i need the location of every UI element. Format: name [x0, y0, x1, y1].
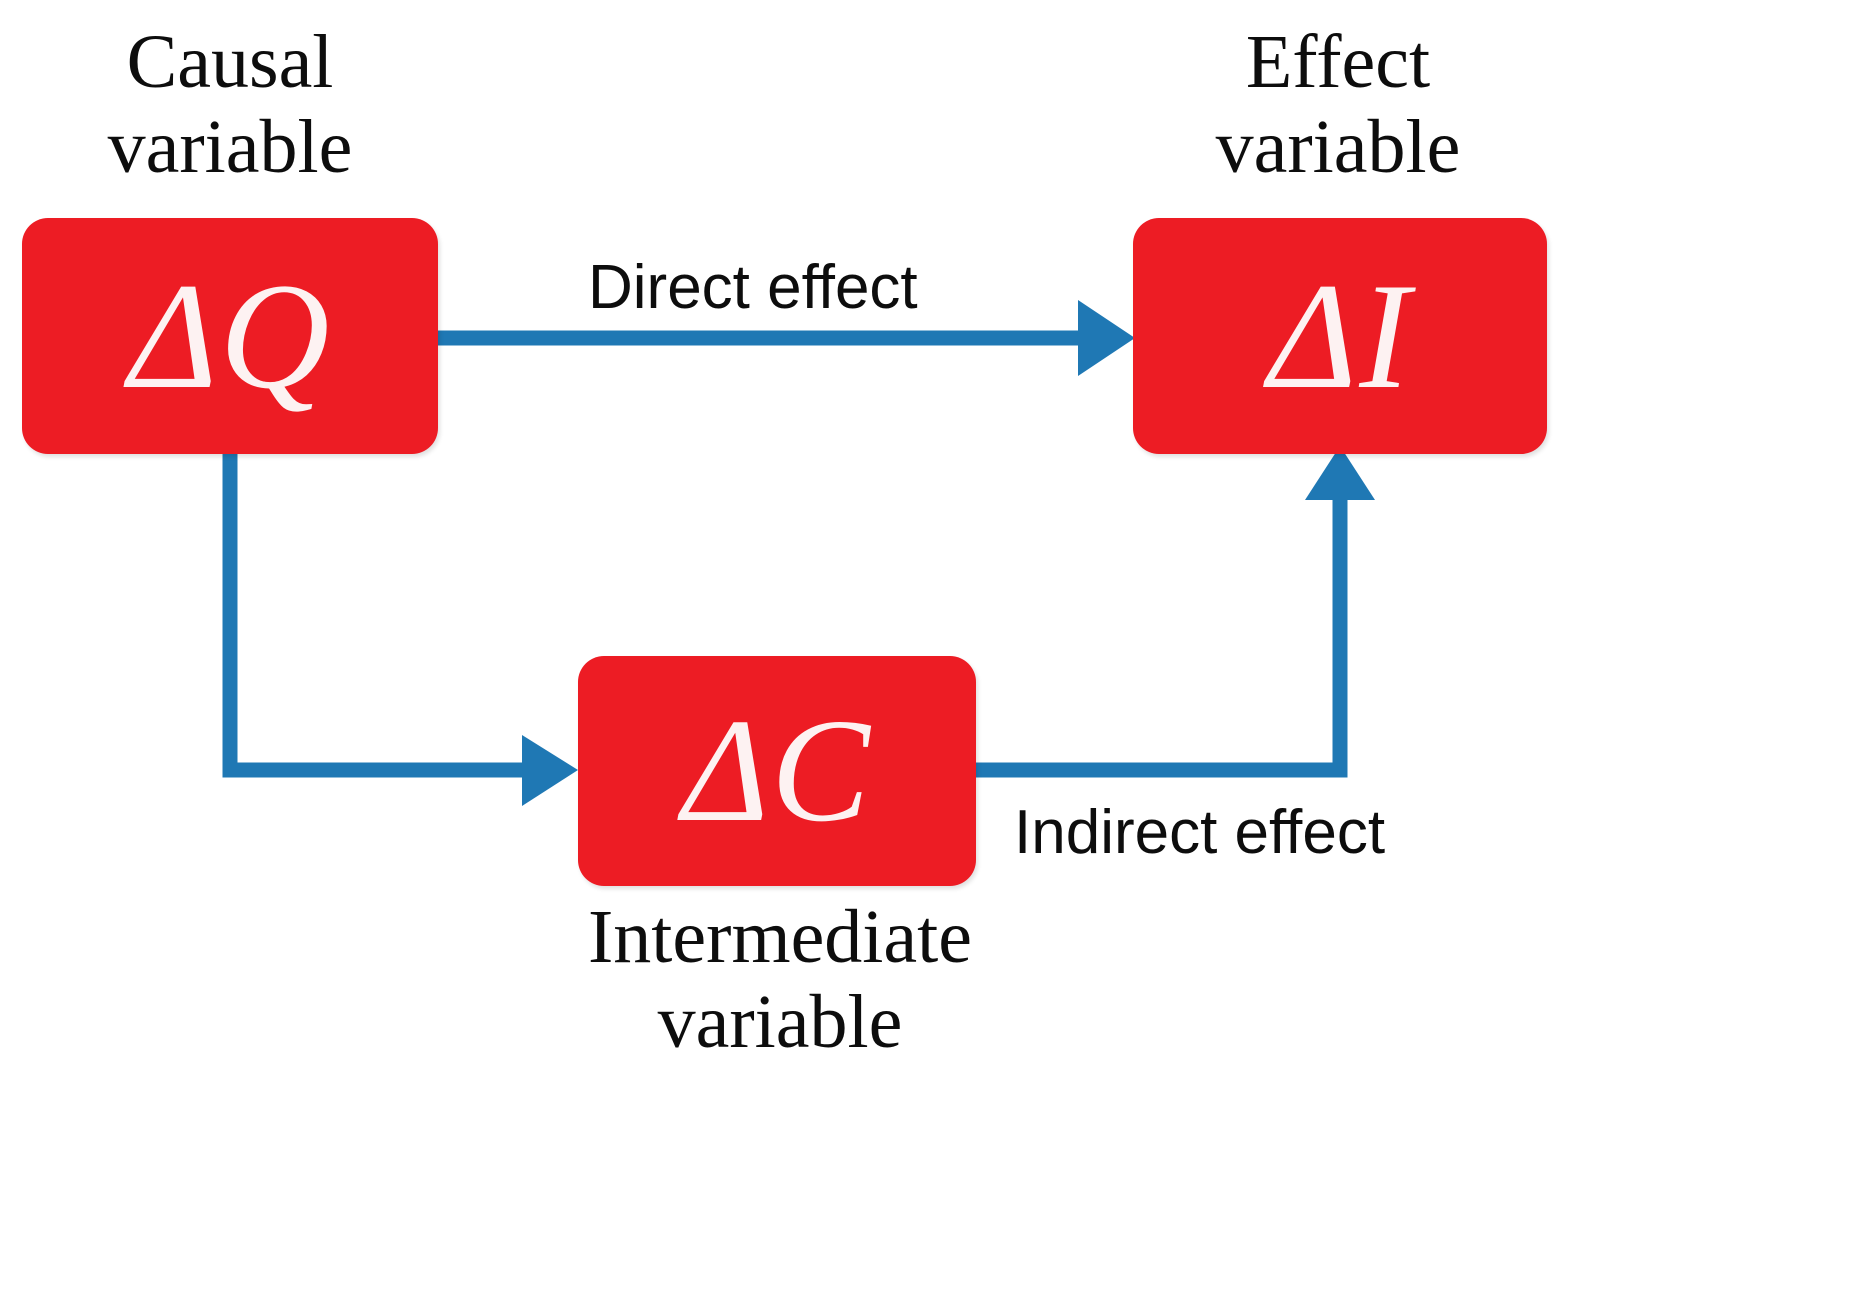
edge-indirect-effect-line [976, 500, 1348, 778]
effect-variable-caption: Effect variable [1215, 20, 1461, 190]
edge-indirect-effect-arrowhead [1305, 446, 1375, 500]
node-intermediate-variable-symbol: ΔC [682, 689, 872, 853]
edge-direct-effect-arrowhead [1078, 300, 1135, 376]
node-causal-variable[interactable]: ΔQ [22, 218, 438, 454]
intermediate-variable-caption: Intermediate variable [587, 895, 972, 1065]
edge-causal-to-intermediate [222, 452, 578, 806]
edge-direct-effect [438, 300, 1135, 376]
edge-causal-to-intermediate-line [222, 452, 522, 778]
edge-indirect-effect [976, 446, 1375, 778]
direct-effect-label: Direct effect [588, 253, 918, 322]
node-effect-variable-symbol: ΔI [1268, 252, 1412, 420]
node-effect-variable[interactable]: ΔI [1133, 218, 1547, 454]
node-causal-variable-symbol: ΔQ [128, 252, 332, 420]
causal-variable-caption: Causal variable [107, 20, 353, 190]
edge-causal-to-intermediate-arrowhead [522, 735, 578, 806]
node-intermediate-variable[interactable]: ΔC [578, 656, 976, 886]
indirect-effect-label: Indirect effect [1014, 798, 1386, 867]
